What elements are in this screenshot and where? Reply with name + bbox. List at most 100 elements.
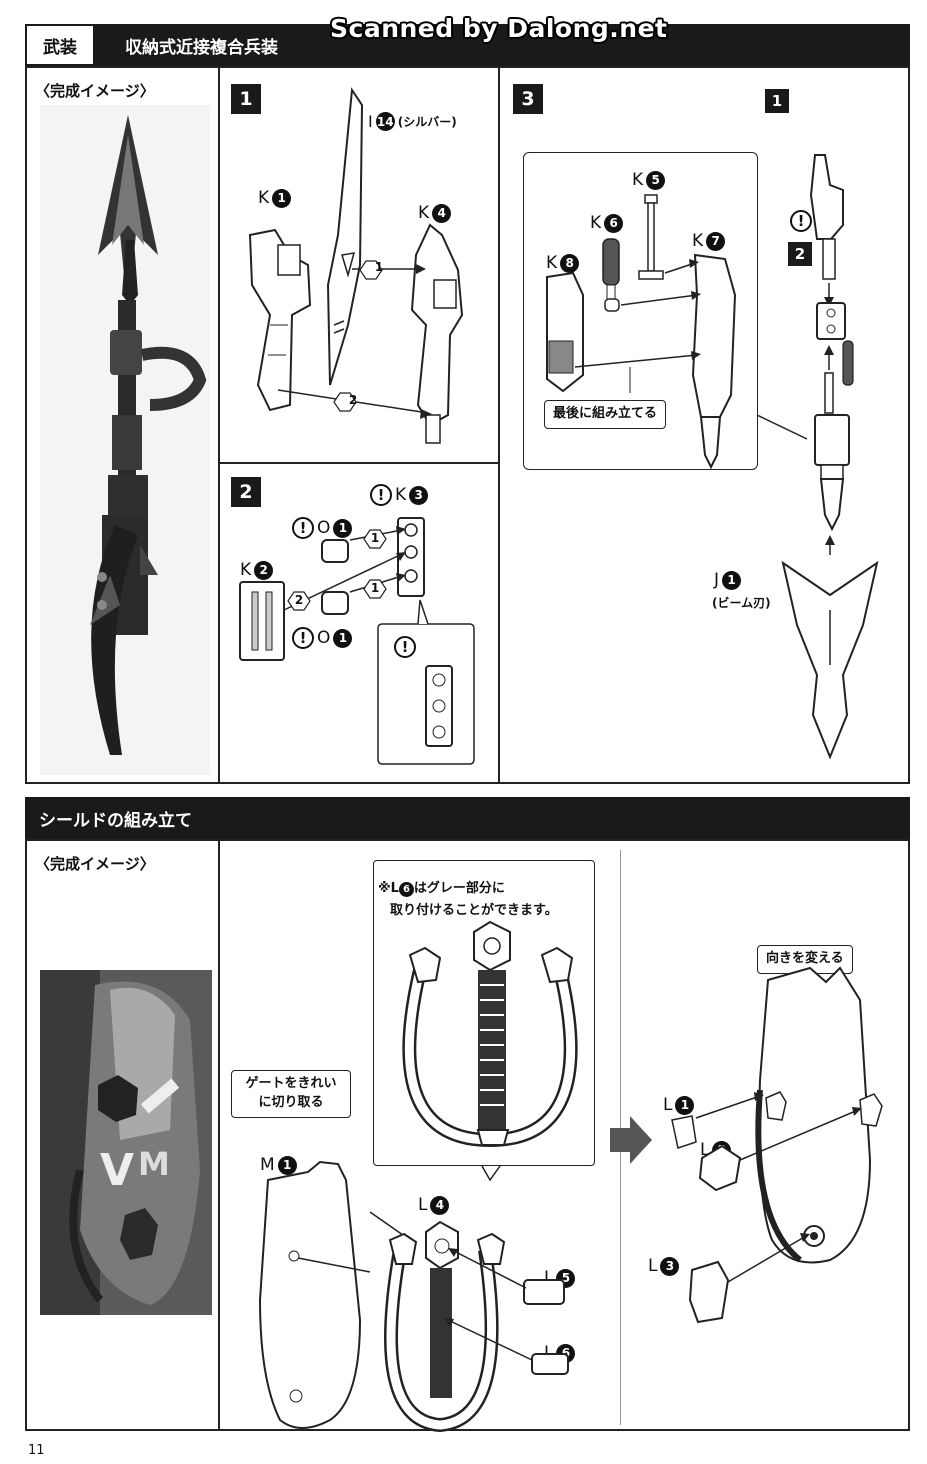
svg-text:V: V [100, 1145, 134, 1196]
image-label: 〈完成イメージ〉 [35, 82, 155, 100]
part-letter: I [368, 112, 373, 131]
part-letter: K [418, 203, 430, 223]
sequence-marker: 2 [294, 593, 304, 607]
divider [498, 66, 500, 784]
part-number: 1 [675, 1095, 695, 1115]
part-label-l1: L 1 [663, 1095, 695, 1115]
part-label-m1: M 1 [260, 1155, 297, 1175]
part-number: 7 [706, 231, 726, 251]
note-text: ※L [378, 881, 399, 896]
part-number: 1 [333, 628, 353, 648]
part-letter: J [714, 570, 720, 590]
note-text-line2: 取り付けることができます。 [390, 903, 558, 918]
sequence-marker: 1 [374, 260, 384, 274]
caution-icon: ! [292, 517, 314, 539]
part-number: 14 [375, 112, 395, 131]
watermark: Scanned by Dalong.net [330, 14, 668, 43]
part-letter: L [544, 1268, 554, 1288]
part-number: 2 [254, 560, 274, 580]
step-number-2: 2 [231, 477, 261, 507]
part-label-k7: K 7 [692, 231, 726, 251]
divider [218, 462, 500, 464]
caution-icon: ! [292, 627, 314, 649]
sequence-marker: 1 [370, 531, 380, 545]
part-letter: K [546, 253, 558, 273]
part-number: 8 [560, 253, 580, 273]
part-number: 4 [432, 203, 452, 223]
step-number-1: 1 [231, 84, 261, 114]
part-label-k5: K 5 [632, 170, 666, 190]
step-number-3: 3 [513, 84, 543, 114]
caution-callout-icon: ! [394, 636, 416, 658]
part-number: 1 [722, 570, 742, 590]
part-number: 6 [398, 882, 414, 897]
completed-weapon-image [40, 105, 210, 775]
part-letter: L [663, 1095, 673, 1115]
divider [218, 66, 220, 784]
part-number: 3 [660, 1256, 680, 1276]
step3-diagram [546, 154, 879, 760]
step3-subassembly-frame [523, 152, 758, 470]
svg-text:M: M [138, 1145, 170, 1183]
part-letter: K [240, 560, 252, 580]
part-number: 6 [604, 213, 624, 233]
part-label-k1: K 1 [258, 188, 292, 208]
ref-step-2: 2 [788, 242, 812, 266]
part-label-k2: K 2 [240, 560, 274, 580]
note-callout-box [373, 860, 595, 1166]
part-label-k3: ! K 3 [370, 484, 429, 506]
part-number: 4 [430, 1195, 450, 1215]
part-number: 1 [272, 188, 292, 208]
sequence-marker: 1 [370, 581, 380, 595]
part-note-beam-blade: (ビーム刃) [712, 596, 771, 610]
step2-diagram [239, 517, 475, 765]
section-title: シールドの組み立て [39, 810, 192, 831]
page-number: 11 [28, 1443, 45, 1458]
image-label: 〈完成イメージ〉 [35, 855, 155, 873]
part-letter: K [258, 188, 270, 208]
part-number: 1 [277, 1155, 297, 1175]
section-header-shield: シールドの組み立て [25, 797, 910, 839]
part-letter: K [692, 231, 704, 251]
part-letter: M [260, 1155, 275, 1175]
part-number: 3 [409, 485, 429, 505]
step1-diagram [248, 87, 464, 444]
shield-assembly-diagram [258, 920, 883, 1433]
part-number: 1 [333, 518, 353, 538]
part-label-o1-top: ! O 1 [292, 517, 353, 539]
part-label-k6: K 6 [590, 213, 624, 233]
gate-callout: ゲートをきれい に切り取る [231, 1070, 351, 1118]
ref-step-1: 1 [765, 89, 789, 113]
gate-text: に切り取る [258, 1094, 324, 1110]
part-label-l4: L 4 [418, 1195, 450, 1215]
part-label-j1: J 1 [714, 570, 742, 590]
part-label-k8: K 8 [546, 253, 580, 273]
part-letter: K [632, 170, 644, 190]
part-label-k4: K 4 [418, 203, 452, 223]
completed-shield-image: V M [40, 970, 212, 1315]
part-letter: O [317, 518, 331, 538]
sequence-marker: 2 [348, 393, 358, 407]
part-letter: L [648, 1256, 658, 1276]
part-letter: O [317, 628, 331, 648]
note-text: はグレー部分に [413, 881, 505, 896]
section-header-weapon: 武装 収納式近接複合兵装 [25, 24, 910, 66]
caution-icon: ! [790, 210, 812, 232]
part-label-o1-bottom: ! O 1 [292, 627, 353, 649]
gate-text: ゲートをきれい [245, 1076, 337, 1091]
part-label-i14: I 14 (シルバー) [368, 112, 457, 131]
part-letter: K [395, 485, 407, 505]
section-tag: 武装 [25, 24, 95, 66]
caution-marker: ! [790, 210, 812, 232]
part-label-l3: L 3 [648, 1256, 680, 1276]
caution-icon: ! [370, 484, 392, 506]
section-title: 収納式近接複合兵装 [125, 37, 278, 58]
part-number: 5 [646, 170, 666, 190]
part-note: (シルバー) [397, 115, 457, 129]
assemble-last-callout: 最後に組み立てる [544, 400, 667, 429]
caution-icon: ! [394, 636, 416, 658]
divider [218, 839, 220, 1431]
part-letter: K [590, 213, 602, 233]
part-letter: L [700, 1140, 710, 1160]
